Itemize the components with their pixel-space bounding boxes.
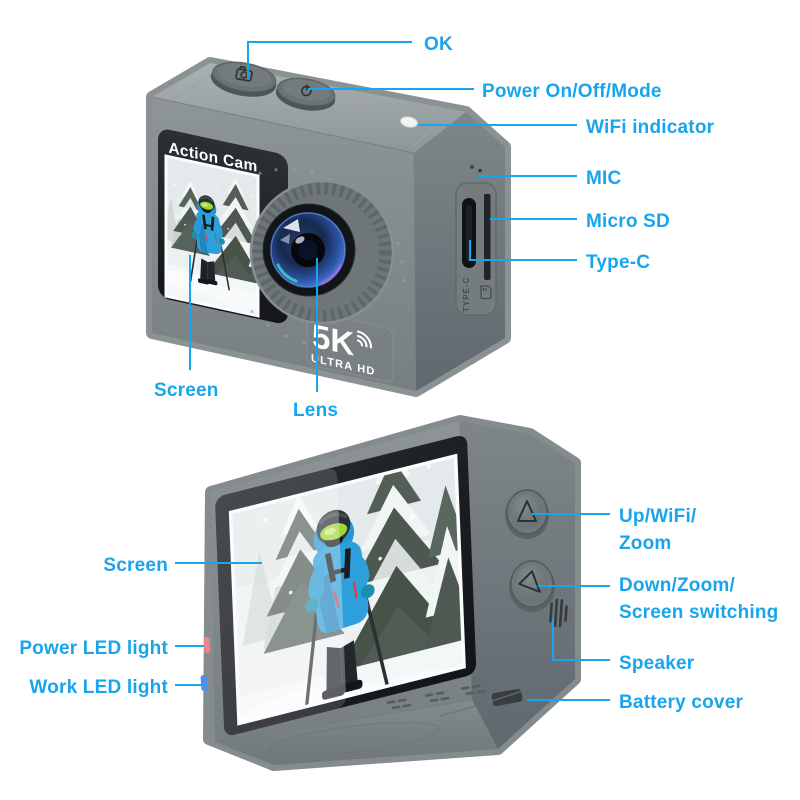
side-port-area: TYPE-C	[455, 165, 497, 316]
label-screen-back: Screen	[103, 555, 168, 576]
speaker-grille	[549, 598, 568, 628]
label-down-zoom-switch: Down/Zoom/ Screen switching	[619, 572, 778, 626]
leader-lines	[175, 41, 610, 701]
leader-line-speaker	[552, 618, 610, 661]
label-up-wifi-zoom: Up/WiFi/ Zoom	[619, 503, 696, 557]
front-camera: Action Cam 5K	[146, 57, 511, 397]
mic-hole	[478, 168, 482, 173]
leader-line-ok	[247, 41, 412, 78]
power-icon	[300, 84, 312, 97]
battery-cover-seam	[439, 679, 554, 717]
power-mode-button	[275, 77, 336, 111]
down-button	[509, 560, 555, 612]
up-button	[505, 489, 549, 539]
wifi-indicator-led	[400, 116, 418, 128]
signal-waves-icon	[356, 330, 373, 349]
ok-shutter-button	[210, 61, 277, 97]
label-down-line2: Screen switching	[619, 602, 779, 623]
leader-line-type-c	[469, 240, 577, 261]
front-face-dots	[250, 168, 406, 345]
label-lens: Lens	[293, 400, 339, 421]
label-screen-front: Screen	[154, 380, 219, 401]
label-speaker: Speaker	[619, 653, 695, 674]
down-arrow-icon	[518, 570, 541, 593]
power-led	[203, 636, 211, 654]
label-wifi-indicator: WiFi indicator	[586, 117, 715, 138]
lens-ribbed-ring	[251, 181, 393, 323]
label-battery-cover: Battery cover	[619, 692, 744, 713]
bottom-vents	[386, 684, 486, 710]
sd-card-icon	[480, 285, 492, 300]
mount-groove	[269, 721, 441, 757]
logo-5k-text: 5K	[312, 318, 354, 364]
label-micro-sd: Micro SD	[586, 211, 670, 232]
5k-ultra-hd-logo: 5K ULTRA HD	[306, 311, 394, 383]
work-led	[200, 674, 208, 692]
back-camera-bottom-face	[215, 700, 498, 765]
back-camera	[200, 415, 581, 771]
up-arrow-icon	[517, 500, 537, 522]
label-power-led: Power LED light	[19, 638, 168, 659]
label-work-led: Work LED light	[29, 677, 168, 698]
lens-assembly	[249, 179, 395, 325]
back-screen	[215, 435, 477, 736]
screen-glare	[215, 468, 347, 736]
label-up-line1: Up/WiFi/	[619, 506, 697, 527]
label-power-mode: Power On/Off/Mode	[482, 81, 662, 102]
label-mic: MIC	[586, 168, 622, 189]
micro-sd-slot	[484, 194, 491, 280]
label-ok: OK	[424, 34, 453, 55]
type-c-marking: TYPE-C	[462, 277, 471, 312]
label-type-c: Type-C	[586, 252, 651, 273]
label-up-line2: Zoom	[619, 533, 672, 554]
label-down-line1: Down/Zoom/	[619, 575, 735, 596]
camera-icon	[235, 65, 253, 82]
mic-hole	[470, 165, 474, 169]
